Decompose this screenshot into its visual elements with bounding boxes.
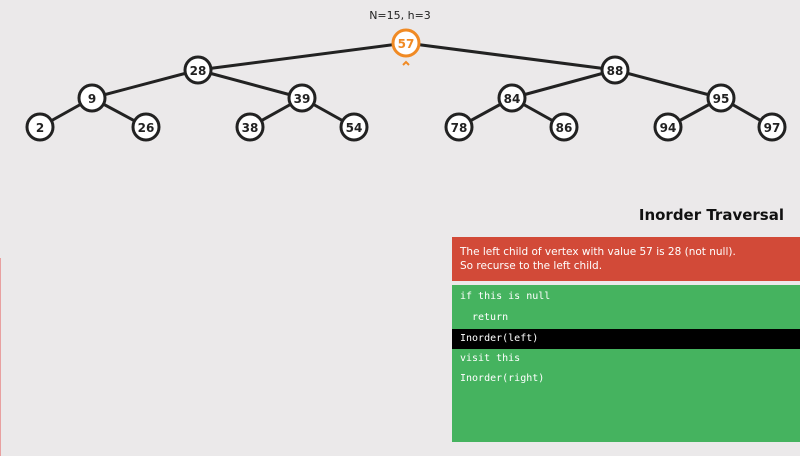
- panel-title: Inorder Traversal: [638, 206, 784, 224]
- tree-edge: [197, 68, 303, 100]
- tree-node-value: 26: [138, 121, 155, 135]
- tree-node-circle: [131, 112, 161, 142]
- tree-node-circle: [497, 83, 527, 113]
- tree-node-circle: [287, 83, 317, 113]
- code-line-4: visit this: [460, 353, 521, 364]
- status-line-2: So recurse to the left child.: [460, 260, 603, 272]
- tree-canvas: 57 28 88 9 39 84 95 2 26 38 54 78 86 94 97: [25, 28, 787, 142]
- tree-node[interactable]: 95: [706, 83, 736, 113]
- tree-stats-label: N=15, h=3: [369, 9, 431, 22]
- tree-node[interactable]: 57: [391, 28, 421, 58]
- tree-node[interactable]: 54: [339, 112, 369, 142]
- status-line-1: The left child of vertex with value 57 i…: [460, 246, 736, 258]
- tree-node[interactable]: 86: [549, 112, 579, 142]
- tree-node-circle: [706, 83, 736, 113]
- tree-node-circle: [183, 55, 213, 85]
- tree-edge: [91, 68, 199, 100]
- tree-node-circle: [549, 112, 579, 142]
- tree-node-circle: [600, 55, 630, 85]
- code-line-1: if this is null: [460, 291, 551, 302]
- tree-node-circle: [25, 112, 55, 142]
- tree-node[interactable]: 9: [77, 83, 107, 113]
- tree-node-value: 94: [660, 121, 677, 135]
- tree-node-value: 39: [294, 92, 311, 106]
- tree-node[interactable]: 94: [653, 112, 683, 142]
- tree-node-circle: [235, 112, 265, 142]
- tree-edge: [197, 41, 407, 72]
- tree-node-value: 57: [398, 37, 415, 51]
- tree-node-value: 54: [346, 121, 363, 135]
- tree-edge: [511, 68, 616, 100]
- tree-node[interactable]: 39: [287, 83, 317, 113]
- tree-node-value: 78: [451, 121, 468, 135]
- status-message: The left child of vertex with value 57 i…: [452, 237, 800, 281]
- tree-node[interactable]: 28: [183, 55, 213, 85]
- tree-node-value: 9: [88, 92, 96, 106]
- tree-edge: [405, 41, 616, 72]
- tree-node[interactable]: 84: [497, 83, 527, 113]
- active-node-pointer-icon: [402, 60, 410, 66]
- tree-node-value: 2: [36, 121, 44, 135]
- tree-nodes: 57 28 88 9 39 84 95 2 26 38 54 78 86 94 97: [25, 28, 787, 142]
- tree-node-circle: [391, 28, 421, 58]
- tree-node-value: 28: [190, 64, 207, 78]
- tree-node-circle: [339, 112, 369, 142]
- tree-node-circle: [757, 112, 787, 142]
- tree-node-value: 38: [242, 121, 259, 135]
- tree-node-circle: [653, 112, 683, 142]
- tree-node-value: 97: [764, 121, 781, 135]
- tree-node[interactable]: 97: [757, 112, 787, 142]
- tree-node[interactable]: 88: [600, 55, 630, 85]
- tree-node-circle: [77, 83, 107, 113]
- tree-node-value: 95: [713, 92, 730, 106]
- pseudocode-panel: if this is null return Inorder(left) vis…: [452, 285, 800, 442]
- viewport-edge: [0, 258, 1, 456]
- tree-node[interactable]: 78: [444, 112, 474, 142]
- tree-node-value: 86: [556, 121, 573, 135]
- tree-edge: [614, 68, 722, 100]
- code-line-5: Inorder(right): [460, 373, 545, 384]
- code-line-3: Inorder(left): [452, 329, 800, 349]
- tree-node-value: 88: [607, 64, 624, 78]
- tree-node-value: 84: [504, 92, 521, 106]
- tree-node[interactable]: 26: [131, 112, 161, 142]
- tree-node[interactable]: 2: [25, 112, 55, 142]
- tree-node[interactable]: 38: [235, 112, 265, 142]
- tree-node-circle: [444, 112, 474, 142]
- code-line-2: return: [472, 312, 509, 323]
